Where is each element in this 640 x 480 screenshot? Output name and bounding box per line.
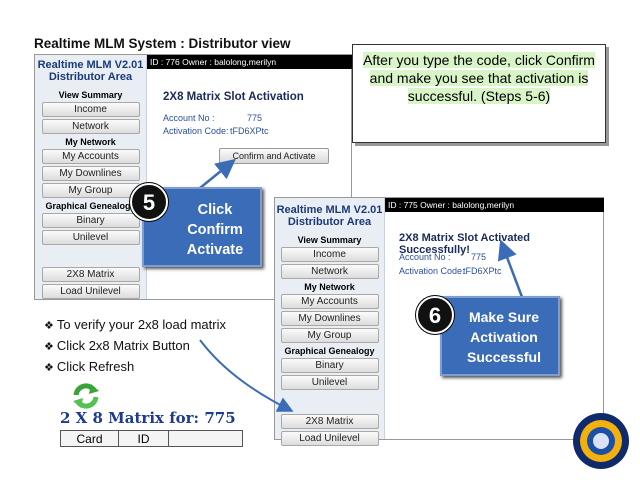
- app-screenshot-before: ID : 776 Owner : balolong,merilyn Realti…: [34, 54, 352, 300]
- matrix-title: 2 X 8 Matrix for: 775: [60, 409, 236, 427]
- instruction-list: To verify your 2x8 load matrix Click 2x8…: [44, 315, 226, 378]
- note-text: After you type the code, click Confirm a…: [363, 52, 595, 104]
- area-name: Distributor Area: [48, 71, 133, 83]
- column-empty: [168, 430, 243, 447]
- matrix-button[interactable]: 2X8 Matrix: [41, 267, 140, 282]
- income-button[interactable]: Income: [41, 102, 140, 117]
- callout-6-text: Make Sure Activation Successful: [467, 309, 541, 365]
- my-group-button[interactable]: My Group: [41, 183, 140, 198]
- list-item: To verify your 2x8 load matrix: [44, 315, 226, 336]
- activation-value: tFD6XPtc: [230, 126, 269, 136]
- confirm-activate-button[interactable]: Confirm and Activate: [219, 148, 329, 164]
- section-genealogy: Graphical Genealogy: [284, 346, 375, 356]
- slide-title: Realtime MLM System : Distributor view: [34, 36, 291, 51]
- sidebar-header: Realtime MLM V2.01 Distributor Area: [35, 55, 146, 83]
- sidebar: Realtime MLM V2.01 Distributor Area View…: [275, 198, 385, 446]
- callout-5-text: Click Confirm Activate: [186, 202, 244, 258]
- account-value: 775: [247, 113, 263, 123]
- matrix-button[interactable]: 2X8 Matrix: [280, 414, 379, 429]
- sidebar-header: Realtime MLM V2.01 Distributor Area: [275, 198, 384, 228]
- unilevel-button[interactable]: Unilevel: [280, 375, 379, 390]
- my-accounts-button[interactable]: My Accounts: [41, 149, 140, 164]
- load-unilevel-button[interactable]: Load Unilevel: [280, 431, 379, 446]
- section-summary: View Summary: [297, 235, 362, 245]
- table-header-row: Card ID: [60, 430, 243, 447]
- network-button[interactable]: Network: [41, 119, 140, 134]
- my-downlines-button[interactable]: My Downlines: [280, 311, 379, 326]
- section-genealogy: Graphical Genealogy: [45, 201, 136, 211]
- load-unilevel-button[interactable]: Load Unilevel: [41, 284, 140, 299]
- account-value: 775: [471, 252, 487, 262]
- topbar: ID : 775 Owner : balolong,merilyn: [385, 198, 604, 212]
- my-group-button[interactable]: My Group: [280, 328, 379, 343]
- account-label: Account No :: [163, 113, 215, 123]
- list-item: Click Refresh: [44, 357, 226, 378]
- section-network: My Network: [65, 137, 116, 147]
- callout-step-6: Make Sure Activation Successful: [440, 296, 560, 376]
- sidebar: Realtime MLM V2.01 Distributor Area View…: [35, 55, 147, 299]
- binary-button[interactable]: Binary: [41, 213, 140, 228]
- activation-value: tFD6XPtc: [463, 266, 502, 276]
- list-item: Click 2x8 Matrix Button: [44, 336, 226, 357]
- matrix-table: Card ID: [60, 430, 243, 447]
- topbar: ID : 776 Owner : balolong,merilyn: [147, 55, 352, 69]
- activation-label: Activation Code:: [399, 266, 465, 276]
- my-accounts-button[interactable]: My Accounts: [280, 294, 379, 309]
- app-name: Realtime MLM V2.01: [37, 59, 144, 71]
- section-summary: View Summary: [58, 90, 123, 100]
- instruction-note: After you type the code, click Confirm a…: [352, 44, 606, 143]
- step-6-badge: 6: [416, 296, 454, 334]
- unilevel-button[interactable]: Unilevel: [41, 230, 140, 245]
- step-5-badge: 5: [130, 183, 168, 221]
- column-card: Card: [60, 430, 119, 447]
- activation-label: Activation Code:: [163, 126, 229, 136]
- account-label: Account No :: [399, 252, 451, 262]
- network-button[interactable]: Network: [280, 264, 379, 279]
- refresh-icon[interactable]: [72, 383, 100, 409]
- company-logo: [573, 413, 629, 469]
- app-name: Realtime MLM V2.01: [276, 204, 383, 216]
- column-id: ID: [118, 430, 169, 447]
- my-downlines-button[interactable]: My Downlines: [41, 166, 140, 181]
- area-name: Distributor Area: [287, 216, 372, 228]
- income-button[interactable]: Income: [280, 247, 379, 262]
- page-title: 2X8 Matrix Slot Activation: [163, 91, 304, 103]
- page-title: 2X8 Matrix Slot Activated Successfully!: [399, 232, 531, 256]
- section-network: My Network: [304, 282, 355, 292]
- binary-button[interactable]: Binary: [280, 358, 379, 373]
